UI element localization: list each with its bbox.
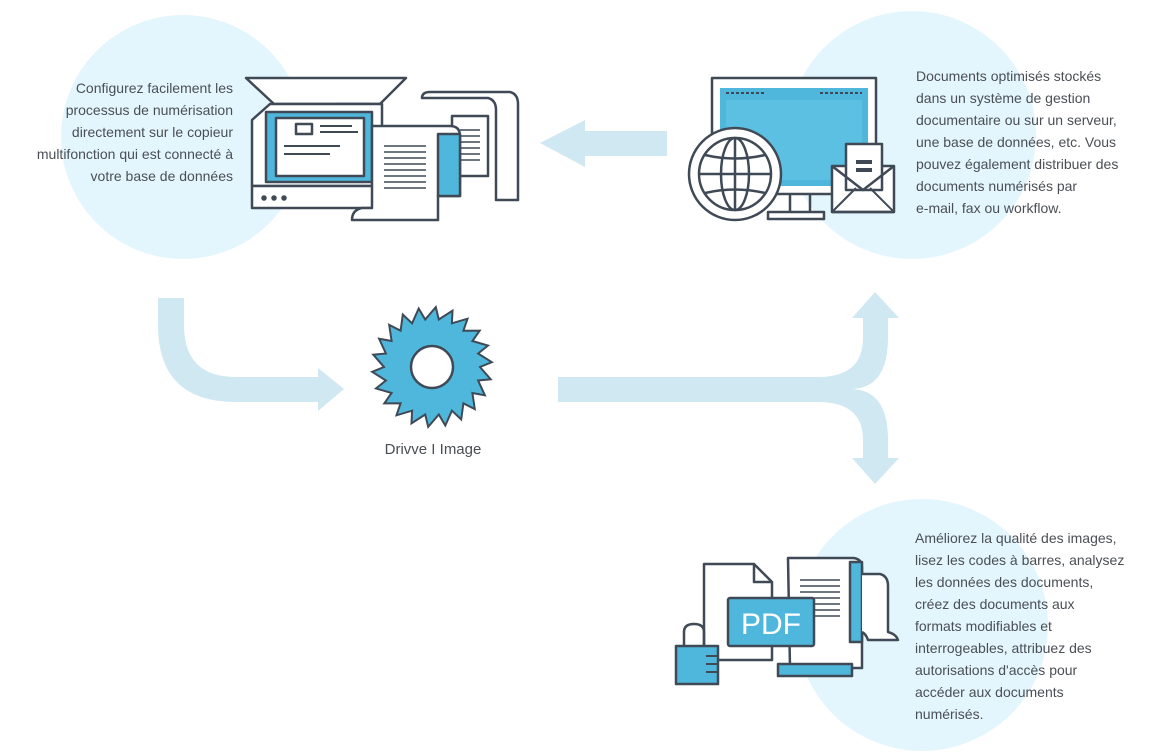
computer-globe-mail-icon bbox=[687, 76, 896, 222]
distribute-line: Documents optimisés stockés bbox=[916, 68, 1102, 84]
distribute-line: documentaire ou sur un serveur, bbox=[916, 112, 1117, 128]
capture-line: votre base de données bbox=[90, 168, 233, 184]
distribute-description: Documents optimisés stockés dans un syst… bbox=[916, 65, 1156, 219]
flow-arrows bbox=[158, 120, 899, 484]
distribute-line: dans un système de gestion bbox=[916, 90, 1091, 106]
arrow-branch bbox=[558, 292, 899, 484]
gear-icon bbox=[370, 304, 494, 430]
process-description: Améliorez la qualité des images, lisez l… bbox=[915, 527, 1155, 725]
distribute-line: documents numérisés par bbox=[916, 178, 1078, 194]
arrow-to-engine bbox=[158, 298, 344, 411]
process-line: autorisations d'accès pour bbox=[915, 662, 1078, 678]
process-line: Améliorez la qualité des images, bbox=[915, 530, 1117, 546]
capture-line: processus de numérisation bbox=[65, 102, 233, 118]
capture-description: Configurez facilement les processus de n… bbox=[0, 77, 233, 187]
process-line: les données des documents, bbox=[915, 574, 1094, 590]
pdf-lock-documents-icon: PDF bbox=[674, 556, 900, 686]
bg-circle-capture bbox=[61, 15, 305, 259]
process-line: créez des documents aux bbox=[915, 596, 1075, 612]
engine-label: Drivve I Image bbox=[384, 441, 482, 458]
pdf-badge-label: PDF bbox=[741, 608, 801, 641]
capture-line: Configurez facilement les bbox=[75, 80, 233, 96]
arrow-to-scanner bbox=[540, 120, 667, 167]
process-line: lisez les codes à barres, analysez bbox=[915, 552, 1125, 568]
process-line: accéder aux documents bbox=[915, 684, 1064, 700]
distribute-line: une base de données, etc. Vous bbox=[916, 134, 1117, 150]
capture-line: multifonction qui est connecté à bbox=[36, 146, 233, 162]
process-line: numérisés. bbox=[915, 706, 984, 722]
scanner-icon bbox=[244, 76, 520, 222]
distribute-line: e-mail, fax ou workflow. bbox=[916, 200, 1062, 216]
distribute-line: pouvez également distribuer des bbox=[916, 156, 1119, 172]
process-line: interrogeables, attribuez des bbox=[915, 640, 1092, 656]
process-line: formats modifiables et bbox=[915, 618, 1052, 634]
capture-line: directement sur le copieur bbox=[71, 124, 233, 140]
